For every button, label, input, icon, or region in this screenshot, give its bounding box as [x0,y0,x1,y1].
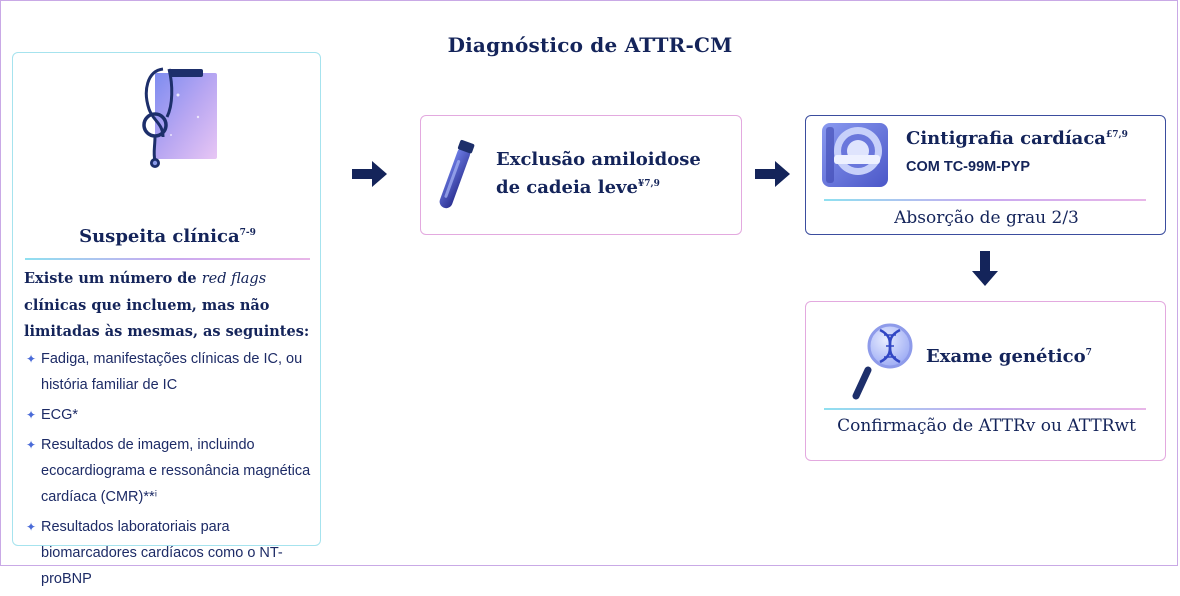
light-chain-exclusion-card: Exclusão amiloidose de cadeia leve¥7,9 [420,115,742,235]
scanner-machine-icon [820,121,894,189]
right-arrow-icon [352,161,387,187]
genetic-test-title: Exame genético7 [926,346,1092,367]
cardiac-scintigraphy-title: Cintigrafia cardíaca£7,9 [906,128,1128,149]
list-item: ✦ECG* [24,402,316,428]
sparkle-bullet-icon: ✦ [26,520,37,534]
divider [25,258,310,260]
sparkle-bullet-icon: ✦ [26,352,37,366]
right-arrow-icon [755,161,790,187]
light-chain-exclusion-title: Exclusão amiloidose de cadeia leve¥7,9 [496,149,701,198]
red-flags-intro: Existe um número de red flags clínicas q… [24,270,310,340]
divider [824,199,1146,201]
list-item: ✦Resultados de imagem, incluindo ecocard… [24,432,316,510]
down-arrow-icon [972,251,998,286]
scintigraphy-result: Absorção de grau 2/3 [894,208,1079,228]
genetic-test-result: Confirmação de ATTRv ou ATTRwt [837,416,1136,436]
cardiac-scintigraphy-card: Cintigrafia cardíaca£7,9 COM TC-99M-PYP … [805,115,1166,235]
list-item: ✦Fadiga, manifestações clínicas de IC, o… [24,346,316,398]
clinical-suspicion-title: Suspeita clínica7-9 [79,226,256,247]
sparkle-bullet-icon: ✦ [26,408,37,422]
red-flags-list: ✦Fadiga, manifestações clínicas de IC, o… [24,346,316,596]
list-item: ✦Resultados laboratoriais para biomarcad… [24,514,316,592]
test-tube-icon [437,136,475,216]
genetic-test-card: Exame genético7 Confirmação de ATTRv ou … [805,301,1166,461]
dna-magnifier-icon [852,322,916,400]
stethoscope-clipboard-icon [133,65,225,170]
page-title: Diagnóstico de ATTR-CM [447,33,733,57]
scintigraphy-subtitle: COM TC-99M-PYP [906,159,1031,175]
sparkle-bullet-icon: ✦ [26,438,37,452]
divider [824,408,1146,410]
diagram-frame [0,0,1178,566]
clinical-suspicion-card: Suspeita clínica7-9 Existe um número de … [12,52,321,587]
